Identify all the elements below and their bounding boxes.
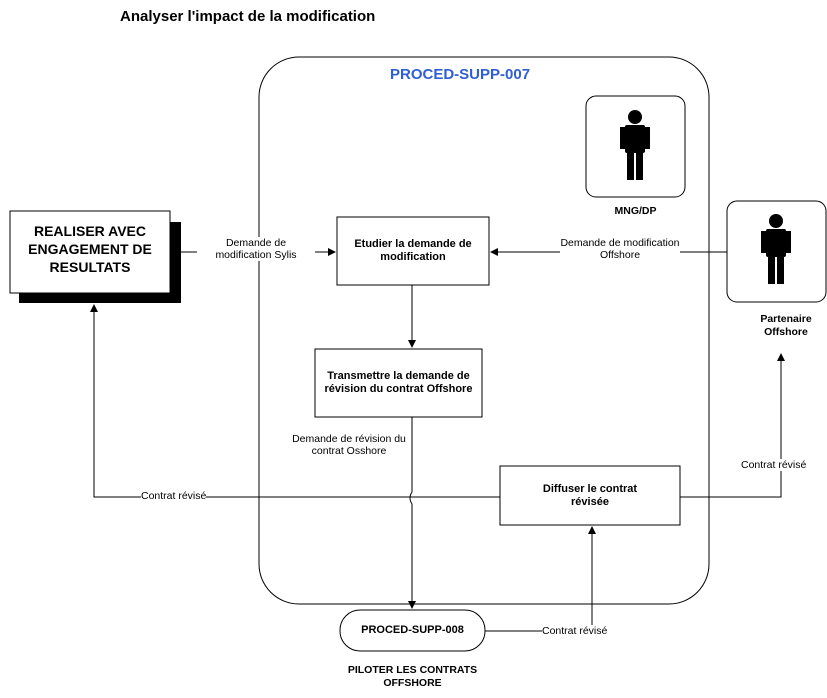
flow-revise-bottom-line: [485, 526, 596, 632]
flow-revise-right-line: [680, 353, 785, 498]
flow-revision-label: Demande de révision du contrat Osshore: [292, 433, 406, 457]
actor-internal-label: MNG/DP: [614, 205, 657, 217]
activity-diffuse-label[interactable]: Diffuser le contrat révisée: [542, 483, 638, 508]
flow-sylis-label: Demande de modification Sylis: [197, 237, 315, 261]
process-boundary: [258, 56, 710, 605]
flow-revise-left-label: Contrat révisé: [141, 490, 207, 502]
external-process-id[interactable]: PROCED-SUPP-008: [361, 624, 464, 636]
left-box-label[interactable]: REALISER AVEC ENGAGEMENT DE RESULTATS: [28, 223, 152, 275]
activity-study-label[interactable]: Etudier la demande de modification: [354, 238, 472, 263]
external-process-label: PILOTER LES CONTRATS OFFSHORE: [347, 664, 478, 689]
flow-revise-bottom-label: Contrat révisé: [542, 625, 608, 637]
page-title: Analyser l'impact de la modification: [120, 8, 376, 25]
activity-transmit-label[interactable]: Transmettre la demande de révision du co…: [324, 370, 473, 395]
process-id: PROCED-SUPP-007: [390, 66, 531, 83]
person-icon: [761, 214, 791, 284]
left-box: [9, 210, 171, 294]
activity-transmit-box: [314, 348, 483, 418]
flow-revision-line: [408, 417, 416, 609]
flow-revise-right-label: Contrat révisé: [741, 459, 807, 471]
activity-study-box: [336, 216, 490, 286]
flow-offshore-label: Demande de modification Offshore: [560, 237, 680, 261]
actor-partner-label: Partenaire Offshore: [760, 313, 812, 338]
activity-diffuse-box: [499, 465, 681, 526]
flow-revise-left-line: [90, 304, 500, 498]
person-icon: [620, 110, 650, 180]
